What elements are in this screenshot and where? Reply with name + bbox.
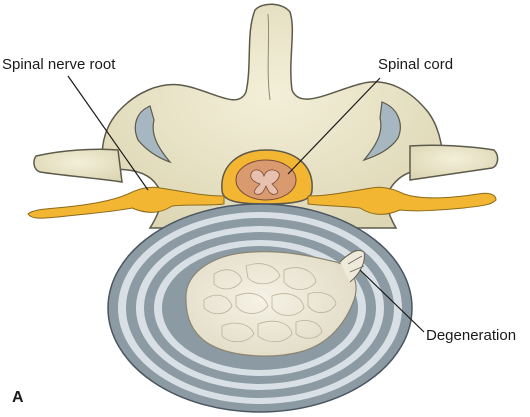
label-spinal-cord: Spinal cord <box>378 56 454 73</box>
panel-letter: A <box>12 389 24 406</box>
nucleus-pulposus <box>185 251 357 357</box>
right-facet-joint <box>362 101 401 162</box>
nucleus-texture <box>203 263 337 343</box>
leader-spinal-nerve-root <box>67 75 149 191</box>
left-transverse-process <box>33 148 123 183</box>
annular-tear-lines <box>343 249 365 273</box>
right-transverse-process <box>409 144 499 181</box>
spinous-process-ridge <box>267 13 271 101</box>
label-degeneration: Degeneration <box>426 327 517 344</box>
left-facet-joint <box>134 105 172 164</box>
leader-degeneration <box>359 269 425 333</box>
label-spinal-nerve-root: Spinal nerve root <box>2 56 116 73</box>
leader-spinal-cord <box>287 77 381 175</box>
grey-matter <box>250 169 280 195</box>
right-nerve-root <box>307 186 497 215</box>
left-nerve-root <box>27 186 225 219</box>
